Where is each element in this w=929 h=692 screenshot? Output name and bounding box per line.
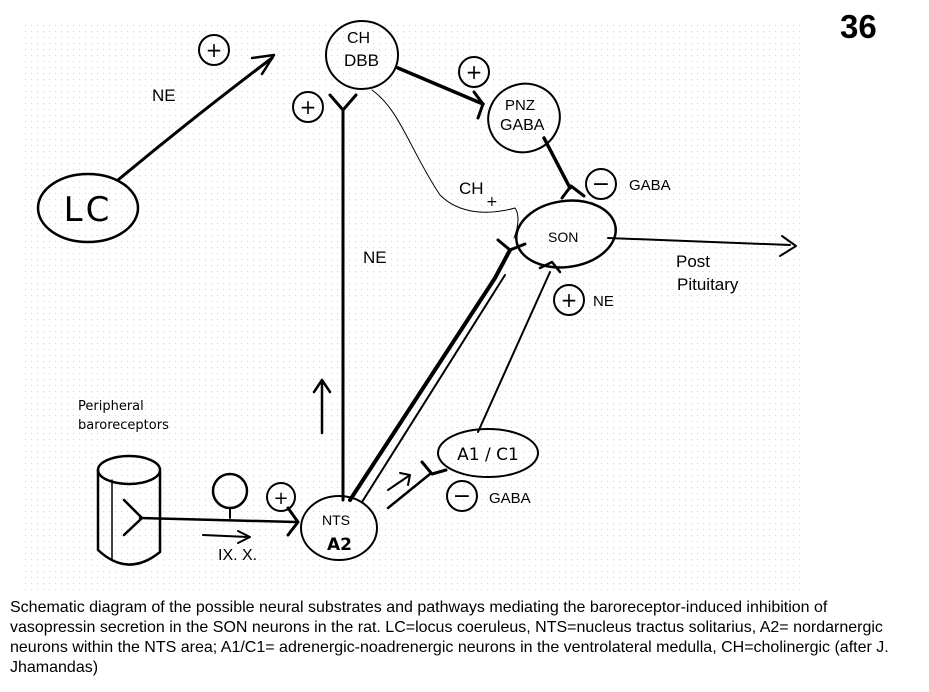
scan-background [22,22,800,592]
ne-lc-label: NE [152,86,176,105]
figure-caption: Schematic diagram of the possible neural… [10,598,915,678]
a1c1-label: A1 / C1 [457,445,519,465]
pituitary-label: Pituitary [677,275,739,294]
ch-dbb-label-line2: DBB [344,51,379,70]
ch-dbb-label-line1: CH [347,30,370,47]
plus-symbol-nts: + [273,488,288,509]
post-label: Post [676,252,710,271]
ch-plus-symbol: + [486,194,498,210]
gaba-son-label: GABA [629,177,671,194]
ch-label: CH [459,179,484,198]
pnz-label-line2: GABA [500,117,545,134]
ixx-label: IX. X. [218,547,257,564]
ne-son-label: NE [593,293,614,310]
minus-symbol-a1c1: − [453,484,471,509]
peripheral-label: Peripheral [78,399,144,414]
plus-symbol-son-ne: + [561,288,578,312]
pnz-label-line1: PNZ [505,97,535,114]
slide-number: 36 [840,8,877,46]
gaba-a1c1-label: GABA [489,490,531,507]
lc-label: LC [64,190,113,230]
son-label: SON [548,229,578,245]
plus-symbol-pnz: + [466,60,483,84]
minus-symbol-son: − [592,172,610,197]
plus-symbol-dbb: + [300,95,317,119]
baroreceptors-label: baroreceptors [78,418,169,433]
a2-label: A2 [327,535,352,555]
ne-central-label: NE [363,248,387,267]
nts-label: NTS [322,512,350,528]
plus-symbol-lc: + [206,38,223,62]
